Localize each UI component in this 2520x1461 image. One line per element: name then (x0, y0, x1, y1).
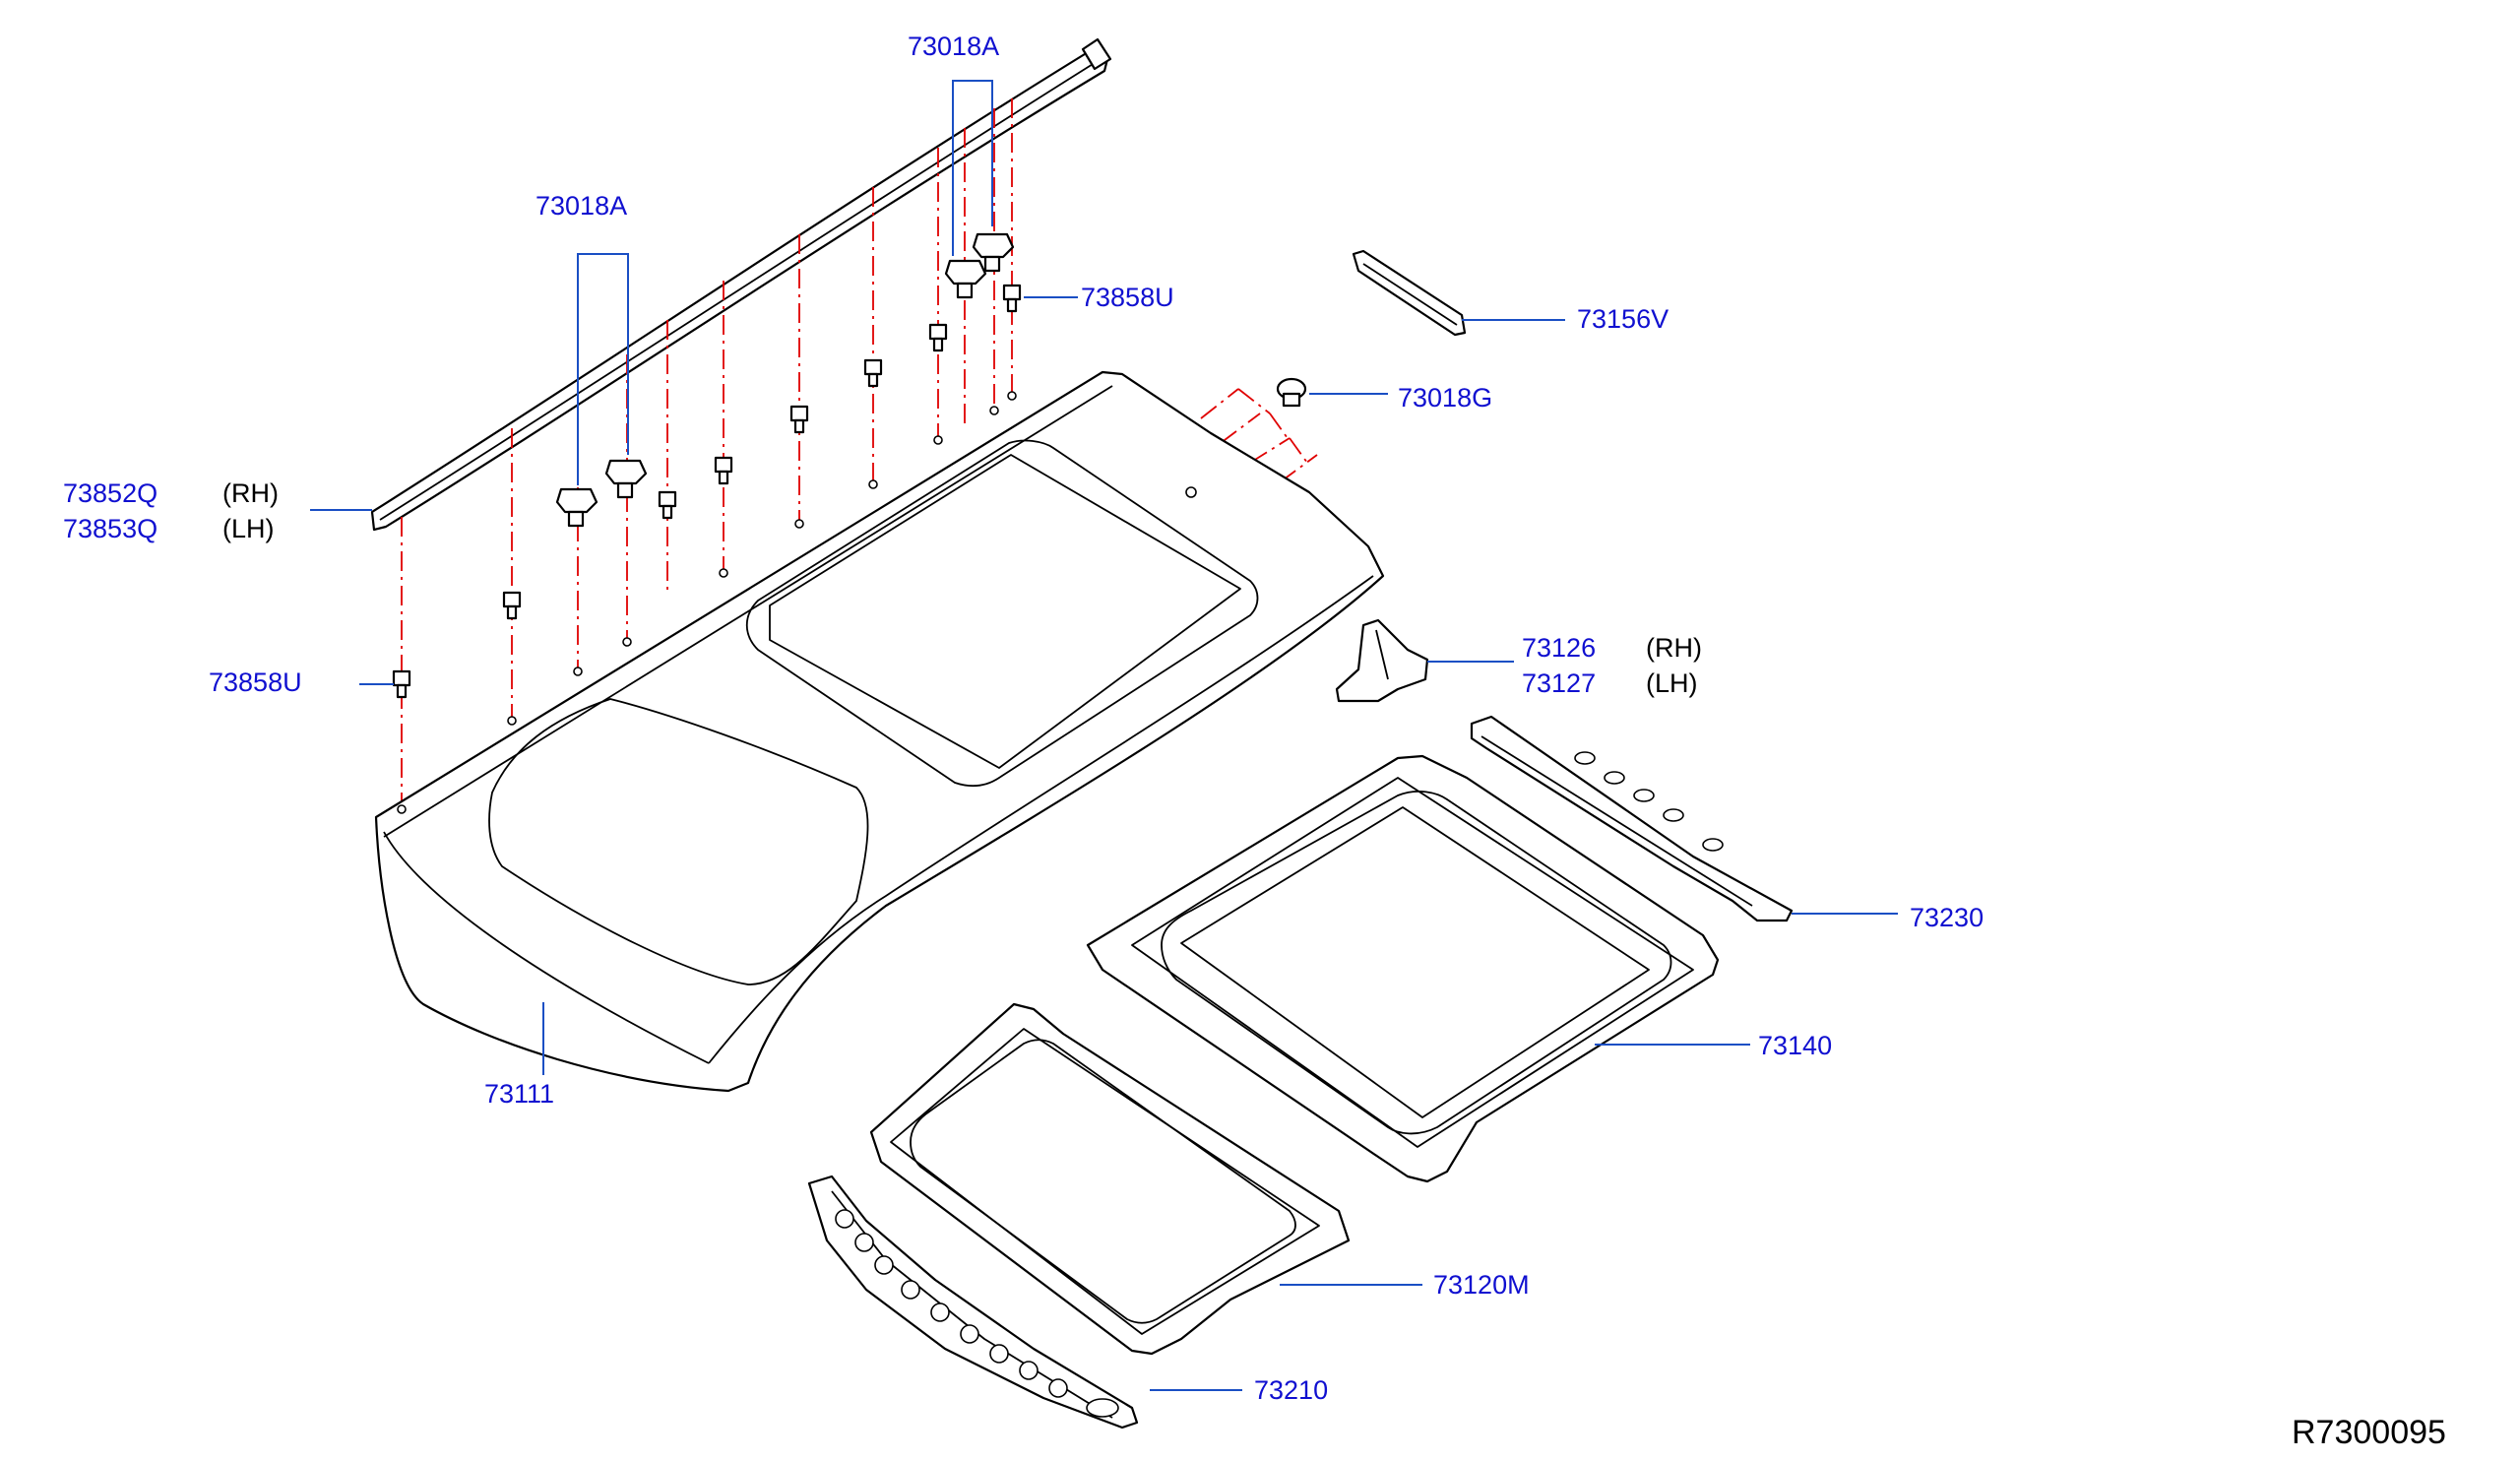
label-73210: 73210 (1254, 1375, 1328, 1405)
label-73230: 73230 (1910, 903, 1984, 932)
label-73126: 73126 (1522, 633, 1596, 663)
label-73156V: 73156V (1577, 304, 1669, 334)
clips-73018A (555, 232, 1015, 528)
sunroof-frame-73120M (869, 1002, 1351, 1356)
phantom-lines-rail (401, 98, 1318, 807)
roof-rail-73852Q (370, 37, 1112, 532)
sunroof-frame-73140 (1086, 754, 1720, 1183)
label-73853Q: 73853Q (63, 514, 158, 543)
label-73018G: 73018G (1398, 383, 1492, 413)
label-73127: 73127 (1522, 668, 1596, 698)
bolts-73858U (392, 284, 1022, 699)
label-73858U-top: 73858U (1081, 283, 1174, 312)
label-rh-bracket: (RH) (1646, 633, 1702, 663)
label-lh-bracket: (LH) (1646, 668, 1698, 698)
label-73018A-left: 73018A (536, 191, 627, 221)
reference-code: R7300095 (2292, 1414, 2446, 1451)
leader-lines (310, 80, 1898, 1391)
bracket-73126 (1335, 618, 1429, 703)
label-lh-rail: (LH) (222, 514, 275, 543)
label-73140: 73140 (1758, 1031, 1832, 1060)
clip-73018G (1276, 377, 1307, 408)
rear-header-73210 (807, 1175, 1139, 1429)
label-73858U-left: 73858U (209, 667, 302, 697)
cross-member-73230 (1470, 715, 1794, 922)
label-73111: 73111 (484, 1079, 554, 1109)
label-73018A-top: 73018A (908, 32, 999, 61)
label-73852Q: 73852Q (63, 478, 158, 508)
label-rh-rail: (RH) (222, 478, 279, 508)
roof-panel-73111 (374, 370, 1385, 1093)
label-73120M: 73120M (1433, 1270, 1530, 1300)
front-header-73156V (1352, 249, 1467, 337)
